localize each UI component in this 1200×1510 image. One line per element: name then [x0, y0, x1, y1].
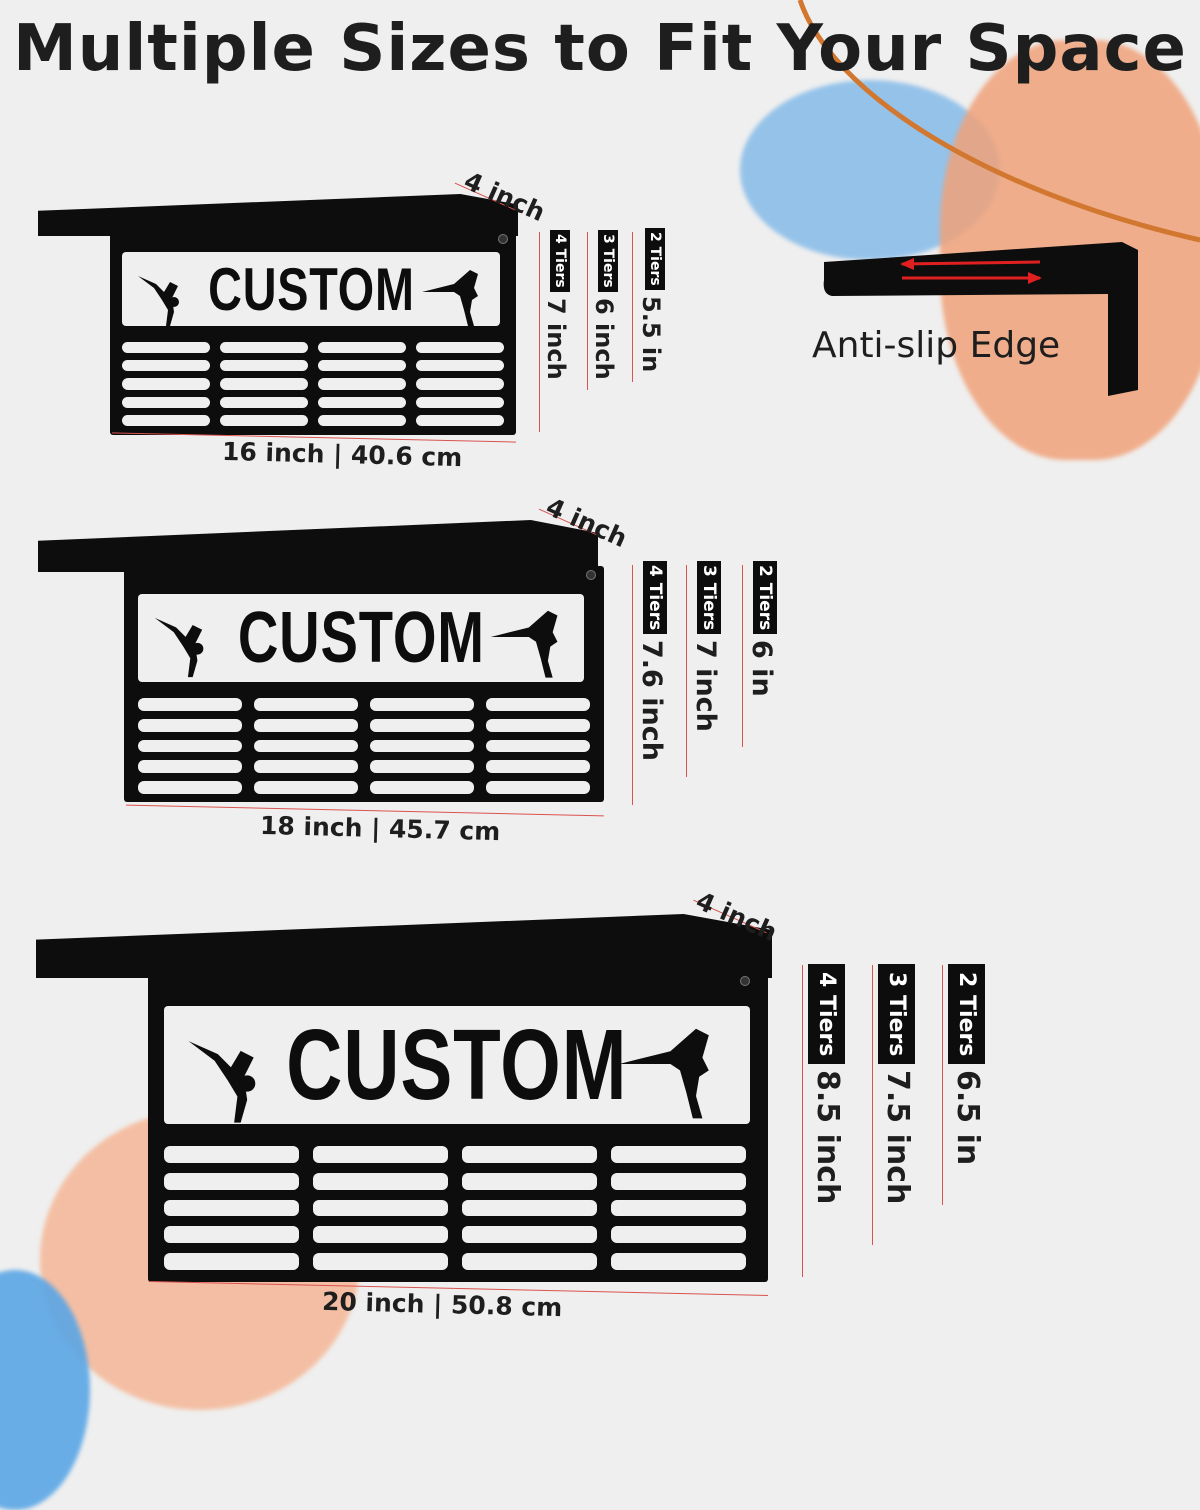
anti-slip-label: Anti-slip Edge — [812, 325, 1061, 366]
gymnast-right-icon — [619, 1028, 709, 1119]
gymnast-right-icon — [422, 270, 478, 326]
rack-board: CUSTOM — [124, 566, 604, 802]
anti-slip-shelf-detail — [823, 242, 1138, 396]
tier-line-4 — [539, 232, 540, 432]
tier-tag: 2 Tiers — [753, 561, 777, 635]
tier-tag: 4 Tiers — [643, 561, 667, 635]
tier-tag: 2 Tiers — [645, 228, 665, 290]
tier-3-dimension: 3 Tiers 6 inch — [590, 230, 618, 379]
tier-4-dimension: 4 Tiers 7.6 inch — [636, 561, 667, 761]
gymnast-left-icon — [188, 1041, 256, 1123]
tier-value: 7 inch — [542, 297, 570, 380]
screw-icon — [586, 570, 596, 580]
medal-slots — [164, 1146, 746, 1270]
plate-text: CUSTOM — [207, 255, 415, 323]
tier-line-3 — [587, 232, 588, 390]
medal-slots — [138, 698, 590, 794]
screw-icon — [498, 234, 508, 244]
tier-value: 6 inch — [590, 297, 618, 380]
tier-value: 7.6 inch — [636, 640, 667, 762]
gymnast-right-icon — [490, 610, 558, 678]
tier-value: 6.5 in — [950, 1070, 985, 1166]
tier-3-dimension: 3 Tiers 7 inch — [690, 561, 721, 732]
name-plate: CUSTOM — [164, 1006, 750, 1124]
tier-line-4 — [632, 565, 633, 805]
tier-4-dimension: 4 Tiers 8.5 inch — [808, 964, 845, 1205]
tier-value: 7 inch — [690, 640, 721, 733]
rack-board: CUSTOM — [148, 972, 768, 1282]
tier-value: 7.5 inch — [880, 1070, 915, 1205]
tier-3-dimension: 3 Tiers 7.5 inch — [878, 964, 915, 1205]
tier-tag: 4 Tiers — [550, 230, 570, 292]
tier-line-4 — [802, 965, 803, 1277]
gymnast-left-icon — [138, 276, 179, 326]
tier-tag: 3 Tiers — [598, 230, 618, 292]
tier-tag: 3 Tiers — [878, 964, 915, 1065]
gymnast-left-icon — [154, 617, 204, 678]
name-plate: CUSTOM — [138, 594, 584, 682]
tier-4-dimension: 4 Tiers 7 inch — [542, 230, 570, 379]
tier-tag: 3 Tiers — [697, 561, 721, 635]
rack-board: CUSTOM — [110, 232, 516, 435]
plate-text: CUSTOM — [237, 598, 485, 678]
tier-value: 6 in — [746, 640, 777, 697]
tier-line-2 — [942, 965, 943, 1205]
plate-text: CUSTOM — [286, 1008, 628, 1121]
screw-icon — [740, 976, 750, 986]
medal-slots — [122, 342, 504, 426]
tier-line-2 — [742, 565, 743, 747]
tier-line-3 — [872, 965, 873, 1245]
tier-line-3 — [686, 565, 687, 777]
page-title: Multiple Sizes to Fit Your Space — [13, 12, 1187, 86]
tier-value: 8.5 inch — [810, 1070, 845, 1205]
tier-2-dimension: 2 Tiers 5.5 in — [637, 228, 665, 372]
tier-value: 5.5 in — [637, 295, 665, 372]
tier-2-dimension: 2 Tiers 6 in — [746, 561, 777, 697]
tier-tag: 4 Tiers — [808, 964, 845, 1065]
tier-line-2 — [632, 232, 633, 382]
tier-2-dimension: 2 Tiers 6.5 in — [948, 964, 985, 1166]
tier-tag: 2 Tiers — [948, 964, 985, 1065]
